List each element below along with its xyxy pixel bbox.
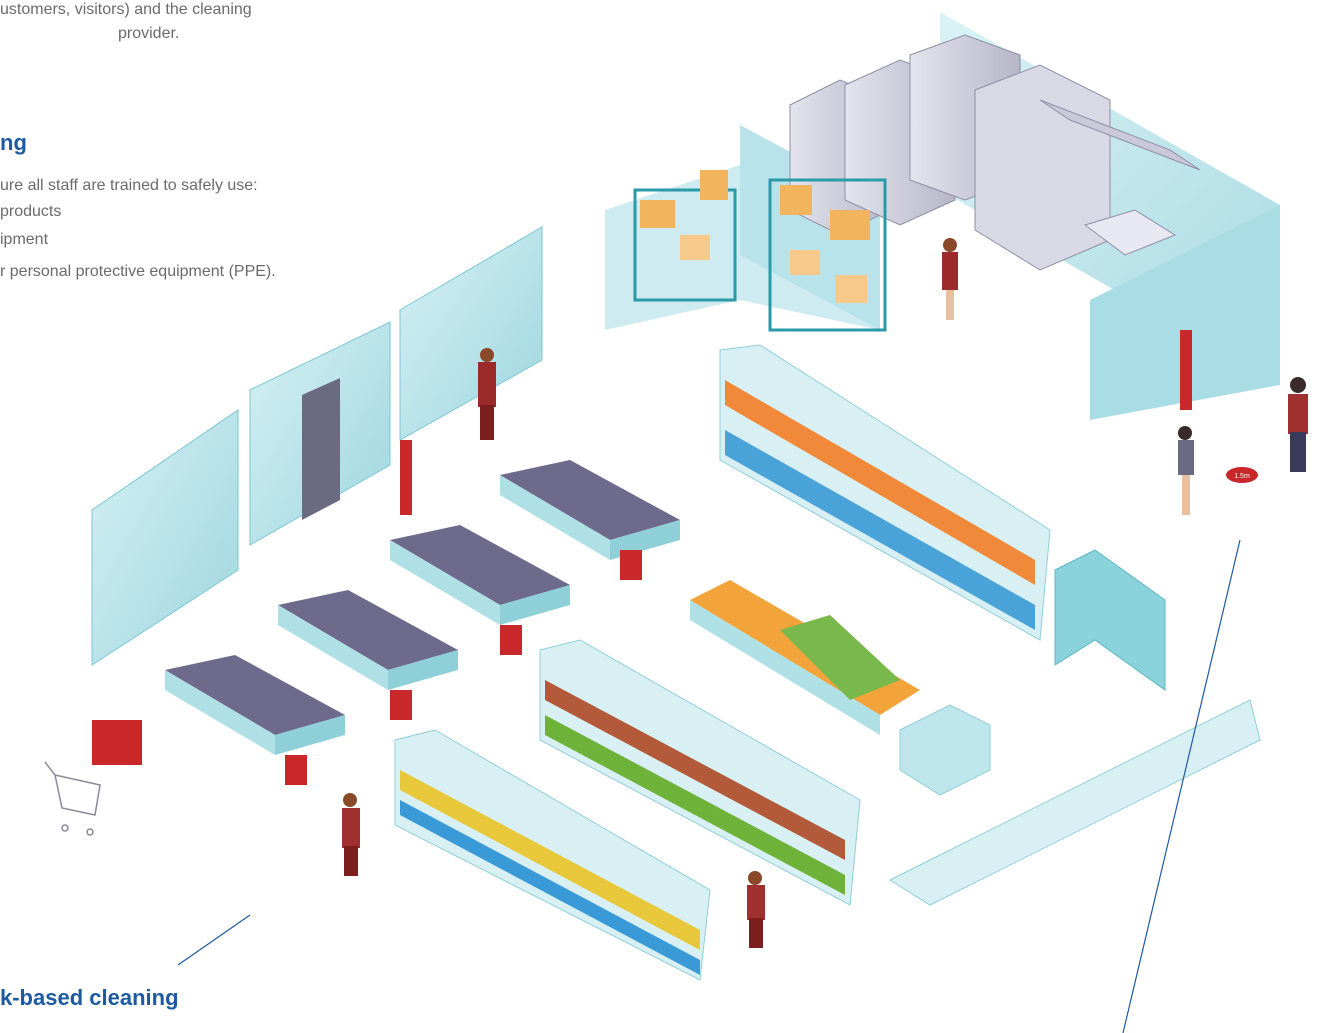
intro-text-line-1: ustomers, visitors) and the cleaning — [0, 1, 252, 18]
training-bullet-products: products — [0, 203, 62, 220]
intro-text-line-2: provider. — [118, 25, 180, 42]
shopping-cart — [44, 761, 101, 836]
storage-shelves — [633, 170, 887, 332]
training-text-line-1: ure all staff are trained to safely use: — [0, 177, 258, 194]
cleaner-backroom — [942, 238, 958, 320]
checkout-counters — [92, 460, 680, 785]
risk-cleaning-heading: k-based cleaning — [0, 985, 179, 1010]
training-bullet-equipment: ipment — [0, 231, 49, 248]
fridges-and-deli — [888, 549, 1261, 906]
cleaner-window — [478, 348, 496, 440]
floor-marker — [1226, 467, 1258, 483]
floor-marker-label: 1.5m — [1234, 473, 1250, 480]
sanitiser-stands — [400, 330, 1192, 515]
people — [342, 238, 1308, 948]
training-heading: ng — [0, 130, 27, 155]
product-shelves — [394, 344, 1051, 981]
produce-table — [690, 580, 920, 735]
kitchen-appliances — [789, 34, 1201, 271]
cleaner-mopping — [342, 793, 360, 876]
supervisor-clipboard — [1288, 377, 1308, 472]
training-bullet-ppe: r personal protective equipment (PPE). — [0, 263, 276, 280]
cleaner-spraying — [747, 871, 765, 948]
callout-lines — [177, 539, 1241, 1033]
storefront-glass — [91, 226, 543, 666]
customer-woman — [1178, 426, 1194, 515]
